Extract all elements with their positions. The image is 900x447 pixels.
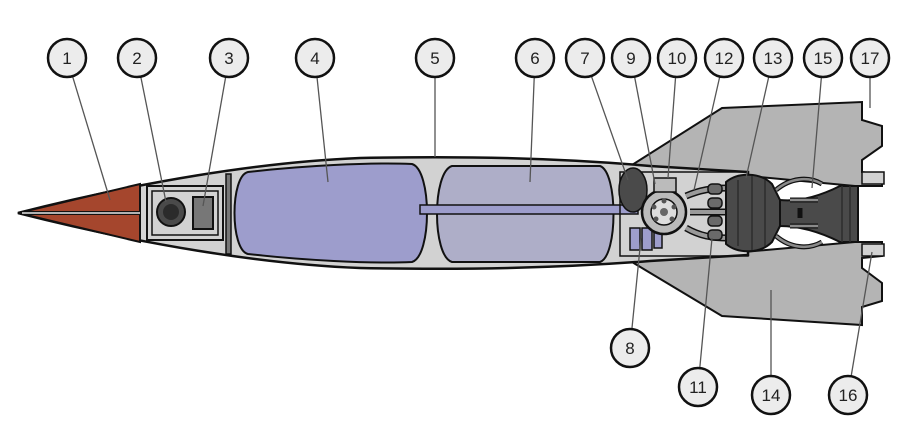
guidance-frame (151, 190, 219, 236)
callout-12: 12 (693, 37, 745, 191)
callout-4: 4 (294, 37, 336, 183)
exhaust-nozzle (779, 185, 859, 243)
jet-vane-lower (861, 243, 885, 257)
callout-leader-line (633, 76, 656, 185)
radio-equipment (192, 196, 214, 230)
callout-number: 5 (430, 49, 439, 68)
callout-number: 10 (668, 49, 687, 68)
callout-number: 1 (62, 49, 71, 68)
callout-leader-line (745, 76, 770, 179)
callout-leader-line (631, 237, 642, 330)
cooling-pipes (774, 176, 824, 250)
callout-leader-line (850, 251, 873, 377)
callout-number: 8 (625, 339, 634, 358)
callout-13: 13 (745, 37, 794, 179)
callout-16: 16 (827, 251, 873, 416)
callout-circle (703, 37, 745, 79)
callout-leader-line (693, 76, 721, 191)
callout-number: 11 (689, 378, 707, 397)
callout-8: 8 (609, 237, 651, 369)
callout-leader-line (667, 76, 677, 179)
callout-leader-line (699, 237, 713, 369)
callout-14: 14 (750, 290, 792, 416)
callout-circle (610, 37, 652, 79)
callout-circle (609, 327, 651, 369)
callout-15: 15 (802, 37, 844, 189)
callout-number: 6 (530, 49, 539, 68)
callout-circle (294, 37, 336, 79)
callout-17: 17 (849, 37, 891, 108)
callout-7: 7 (564, 37, 629, 181)
callout-circle (752, 37, 794, 79)
callout-3: 3 (202, 37, 250, 207)
callout-circle (46, 37, 88, 79)
callout-number: 4 (310, 49, 319, 68)
callout-circle (750, 374, 792, 416)
callout-circle (414, 37, 456, 79)
jet-vane-upper (861, 171, 885, 185)
callout-9: 9 (610, 37, 656, 185)
callout-circle (802, 37, 844, 79)
callout-number: 12 (715, 49, 734, 68)
callout-circle (564, 37, 606, 79)
steam-generator (653, 177, 677, 193)
hydrogen-peroxide-tank (618, 167, 648, 213)
callout-leader-line (811, 76, 823, 189)
callout-6: 6 (514, 37, 556, 183)
callout-leader-line (590, 75, 629, 181)
callout-circle (677, 366, 719, 408)
fuel-tank (233, 162, 428, 264)
callout-leader-line (529, 76, 535, 183)
callout-number: 15 (814, 49, 833, 68)
callout-number: 16 (839, 386, 858, 405)
callout-11: 11 (677, 237, 719, 408)
callout-5: 5 (414, 37, 456, 157)
fuel-feed-pipe (419, 204, 639, 215)
callout-leader-line (316, 76, 329, 183)
callout-leader-line (202, 76, 227, 207)
callout-number: 3 (224, 49, 233, 68)
callout-2: 2 (116, 37, 167, 203)
upper-tail-fin (628, 100, 883, 187)
callout-circle (116, 37, 158, 79)
callout-number: 2 (132, 49, 141, 68)
callout-number: 13 (764, 49, 783, 68)
callout-circle (656, 37, 698, 79)
injector-heads (707, 183, 723, 241)
callout-leader-line (71, 75, 111, 201)
lower-tail-fin (628, 241, 883, 327)
combustion-chamber (725, 173, 781, 253)
rocket-body-group (17, 100, 885, 327)
permanganate-tanks (629, 227, 641, 251)
callout-number: 14 (762, 386, 781, 405)
callout-number: 17 (861, 49, 880, 68)
callout-circle (849, 37, 891, 79)
callout-circle (827, 374, 869, 416)
callout-10: 10 (656, 37, 698, 179)
callout-number: 9 (626, 49, 635, 68)
callout-leader-line (140, 76, 167, 203)
callout-1: 1 (46, 37, 111, 201)
callout-circle (514, 37, 556, 79)
callout-number: 7 (580, 49, 589, 68)
callout-circle (208, 37, 250, 79)
propellant-pipes (684, 184, 729, 242)
